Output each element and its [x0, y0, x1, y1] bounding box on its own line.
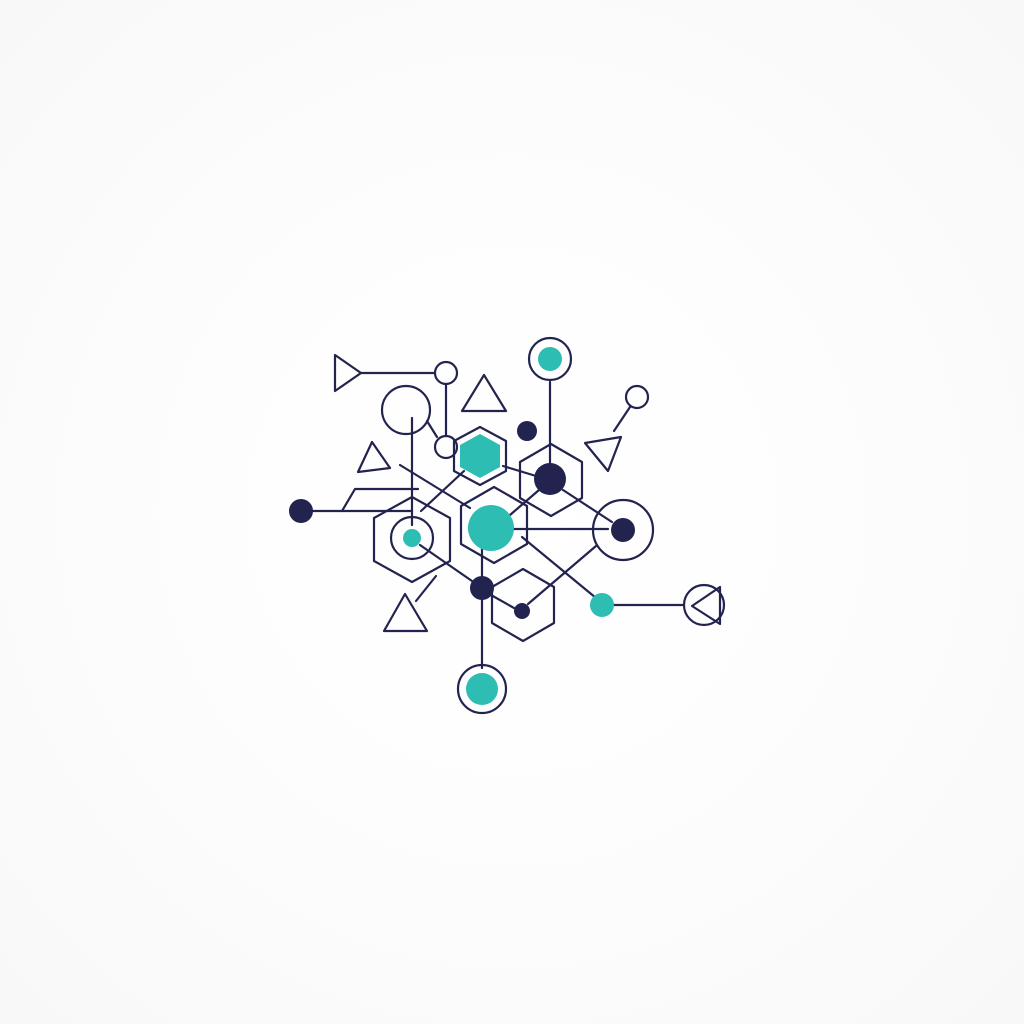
navy-node-small-top [517, 421, 537, 441]
connector-line [561, 488, 614, 524]
ring-around-top-node [527, 336, 573, 382]
triangle-upper-right [583, 435, 623, 473]
ring-around-left-node [389, 515, 435, 561]
teal-node-center [468, 505, 514, 551]
triangle-shapes [333, 353, 722, 633]
ring-around-right-node [591, 498, 655, 562]
teal-node-bottom [466, 673, 498, 705]
navy-node-right [611, 518, 635, 542]
connector-line [520, 535, 598, 600]
teal-node-right [590, 593, 614, 617]
triangle-bottom-left [382, 592, 429, 633]
hexagon-shapes [372, 425, 584, 643]
navy-node-upper-right [534, 463, 566, 495]
hexagon-outline-left [372, 495, 452, 584]
ring-around-bottom-node [456, 663, 508, 715]
connector-line [612, 405, 632, 433]
connector-lines [311, 371, 686, 670]
connector-line [526, 544, 598, 606]
connector-line [340, 487, 420, 513]
connector-line [398, 463, 472, 510]
navy-nodes [289, 421, 635, 619]
connector-line [508, 488, 541, 517]
ring-large-upper-left [380, 384, 432, 436]
teal-hexagon-node [460, 434, 500, 478]
teal-nodes [403, 347, 614, 705]
ring-small-mid [433, 434, 459, 460]
navy-node-lower-center [470, 576, 494, 600]
triangle-right-in-ring [690, 585, 722, 626]
ring-right-end [682, 583, 726, 627]
teal-node-left [403, 529, 421, 547]
teal-node-top [538, 347, 562, 371]
triangle-upper-left [356, 440, 392, 474]
hexagon-outline-center [459, 485, 529, 565]
navy-node-lower-right [514, 603, 530, 619]
hexagon-outline-right [518, 442, 584, 518]
connector-line [489, 593, 516, 610]
connector-line [414, 574, 438, 603]
ring-small-upper-right [624, 384, 650, 410]
navy-node-far-left [289, 499, 313, 523]
triangle-arrow-left [333, 353, 363, 393]
ring-small-top [433, 360, 459, 386]
triangle-top [460, 373, 508, 413]
connector-line [419, 469, 466, 513]
ring-shapes [380, 336, 726, 715]
connector-line [425, 419, 439, 439]
